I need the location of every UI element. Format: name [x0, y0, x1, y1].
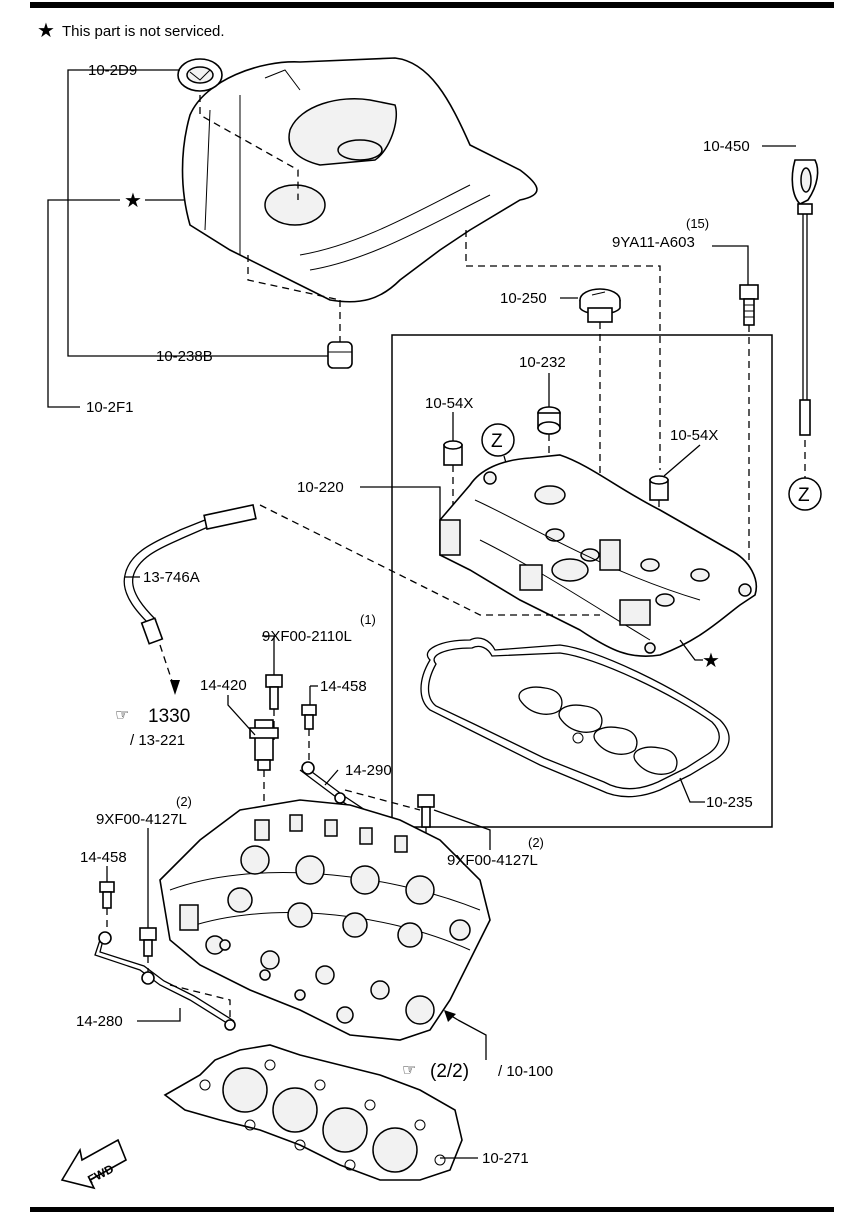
dipstick-10-450[interactable]: [791, 159, 819, 478]
label-9xf00-2110l: 9XF00-2110L: [262, 628, 352, 645]
seal-10-54x-left[interactable]: [443, 440, 463, 466]
label-10-2d9: 10-2D9: [88, 62, 137, 79]
label-10-100: / 10-100: [498, 1063, 553, 1080]
label-9ya11-a603: 9YA11-A603: [612, 234, 695, 251]
seal-10-232[interactable]: [537, 406, 561, 435]
cover-emblem-10-2d9[interactable]: [177, 58, 223, 92]
bolt-9xf00-4127l-left[interactable]: [139, 927, 157, 957]
label-10-450: 10-450: [703, 138, 750, 155]
label-9xf00-4127l-left: 9XF00-4127L: [96, 811, 187, 828]
oil-control-valve-14-420[interactable]: [249, 719, 279, 771]
label-14-420: 14-420: [200, 677, 247, 694]
note-text: This part is not serviced.: [62, 23, 225, 40]
label-10-54x-right: 10-54X: [670, 427, 718, 444]
bolt-9ya11-a603[interactable]: [739, 284, 759, 326]
label-qty-2-right: (2): [528, 835, 544, 850]
valve-cover-gasket-10-235[interactable]: [420, 637, 730, 798]
arrow-head-ref: [444, 1010, 456, 1022]
star-cover: ★: [124, 188, 142, 212]
star-valve-cover: ★: [702, 648, 720, 672]
engine-cover[interactable]: [181, 57, 538, 303]
label-10-235: 10-235: [706, 794, 753, 811]
label-qty-2-left: (2): [176, 794, 192, 809]
ref-z-circle-left[interactable]: Z: [481, 423, 515, 457]
bottom-border: [30, 1207, 834, 1212]
head-gasket-10-271[interactable]: [163, 1044, 463, 1181]
bolt-14-458-top[interactable]: [301, 704, 317, 730]
grommet-10-238b[interactable]: [327, 341, 353, 369]
label-14-458-top: 14-458: [320, 678, 367, 695]
ref-z-circle-right[interactable]: Z: [788, 477, 822, 511]
label-10-232: 10-232: [519, 354, 566, 371]
bolt-9xf00-4127l-right[interactable]: [417, 794, 435, 828]
valve-cover-kit-frame: [391, 334, 773, 828]
oil-filler-cap-10-250[interactable]: [579, 288, 621, 323]
label-10-220: 10-220: [297, 479, 344, 496]
ref-13-221-label: / 13-221: [130, 732, 185, 749]
note-star: ★: [37, 18, 55, 42]
label-10-238b: 10-238B: [156, 348, 213, 365]
top-border: [30, 2, 834, 8]
label-10-54x-left: 10-54X: [425, 395, 473, 412]
ref-1330[interactable]: ☞ 1330 / 13-221: [115, 705, 190, 749]
arrow-1330: [170, 680, 180, 695]
oil-pipe-14-280[interactable]: [94, 931, 236, 1031]
label-13-746a: 13-746A: [143, 569, 200, 586]
seal-10-54x-right[interactable]: [649, 475, 669, 501]
fwd-arrow: FWD: [60, 1138, 128, 1190]
valve-cover-10-220[interactable]: [439, 454, 757, 658]
label-qty-1: (1): [360, 612, 376, 627]
pcv-hose-13-746a[interactable]: [123, 504, 257, 691]
label-10-271: 10-271: [482, 1150, 529, 1167]
ref-1330-icon: ☞: [115, 705, 129, 724]
label-14-280: 14-280: [76, 1013, 123, 1030]
bolt-9xf00-2110l[interactable]: [265, 674, 283, 710]
z-label-right: Z: [798, 485, 810, 506]
ref-1330-label: 1330: [148, 706, 190, 727]
ref-2-2[interactable]: ☞ (2/2) / 10-100: [402, 1060, 553, 1082]
cylinder-head-10-100[interactable]: [159, 799, 491, 1041]
ref-2-2-icon: ☞: [402, 1060, 416, 1079]
label-qty-15: (15): [686, 216, 709, 231]
label-14-290: 14-290: [345, 762, 392, 779]
label-10-2f1: 10-2F1: [86, 399, 134, 416]
label-9xf00-4127l-right: 9XF00-4127L: [447, 852, 538, 869]
label-2-2: (2/2): [430, 1061, 469, 1082]
bolt-14-458-left[interactable]: [99, 881, 115, 909]
label-14-458-left: 14-458: [80, 849, 127, 866]
label-10-250: 10-250: [500, 290, 547, 307]
z-label-left: Z: [491, 431, 503, 452]
